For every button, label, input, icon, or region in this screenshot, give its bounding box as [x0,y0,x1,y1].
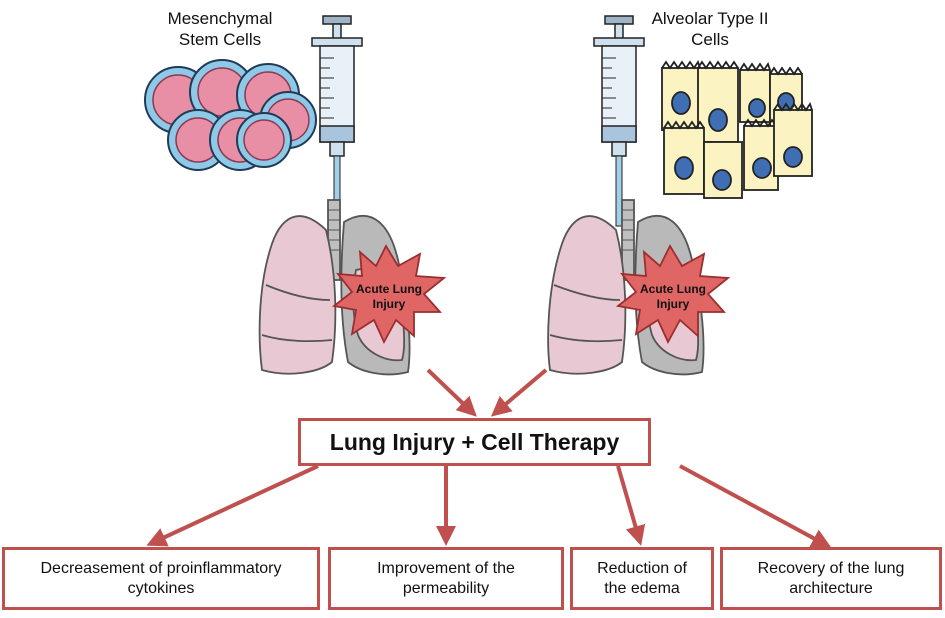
msc-label-line2: Stem Cells [178,30,262,49]
right-syringe [593,15,645,227]
outcome-box-permeability: Improvement of the permeability [328,547,564,610]
alveolar-type-ii-cells-cluster [661,59,813,199]
at2-cell [743,118,779,191]
left-injury-label-line2: Injury [373,297,406,311]
connector-arrows [146,368,832,548]
outcome-box-edema: Reduction of the edema [570,547,714,610]
msc-label: Mesenchymal Stem Cells [150,8,290,50]
at2-label-line2: Cells [691,30,729,49]
left-injury-label-line1: Acute Lung [356,282,422,296]
msc-cell [236,112,292,168]
outcome-1-line2: cytokines [127,579,195,597]
at2-label: Alveolar Type II Cells [630,8,790,50]
outcome-box-cytokines: Decreasement of proinflammatory cytokine… [2,547,320,610]
arrow-right-lung-to-center [490,368,548,417]
msc-label-line1: Mesenchymal [167,9,273,28]
outcome-3-line1: Reduction of [597,559,687,577]
central-therapy-label: Lung Injury + Cell Therapy [329,428,620,455]
outcome-4-line2: architecture [789,579,873,597]
at2-cell [661,59,701,131]
arrow-left-lung-to-center [426,368,477,417]
central-therapy-box: Lung Injury + Cell Therapy [298,418,651,466]
mesenchymal-stem-cells-cluster [144,59,317,171]
right-injury-label-line2: Injury [657,297,690,311]
arrow-center-to-outcome-4 [679,464,832,548]
outcome-4-line1: Recovery of the lung [757,559,905,577]
left-syringe [311,15,363,227]
at2-label-line1: Alveolar Type II [651,9,769,28]
right-injury-burst [615,244,731,345]
arrow-center-to-outcome-1 [146,464,319,547]
at2-cell [773,101,813,177]
outcome-box-architecture: Recovery of the lung architecture [720,547,942,610]
outcome-2-line2: permeability [402,579,490,597]
at2-cell [739,61,771,123]
outcome-1-line1: Decreasement of proinflammatory [40,559,282,577]
at2-cell [663,120,705,195]
outcome-2-line1: Improvement of the [377,559,515,577]
at2-cell [703,141,743,199]
left-injury-burst [331,244,447,345]
arrow-center-to-outcome-3 [616,465,646,546]
outcome-3-line2: the edema [604,579,680,597]
right-injury-label-line1: Acute Lung [640,282,706,296]
